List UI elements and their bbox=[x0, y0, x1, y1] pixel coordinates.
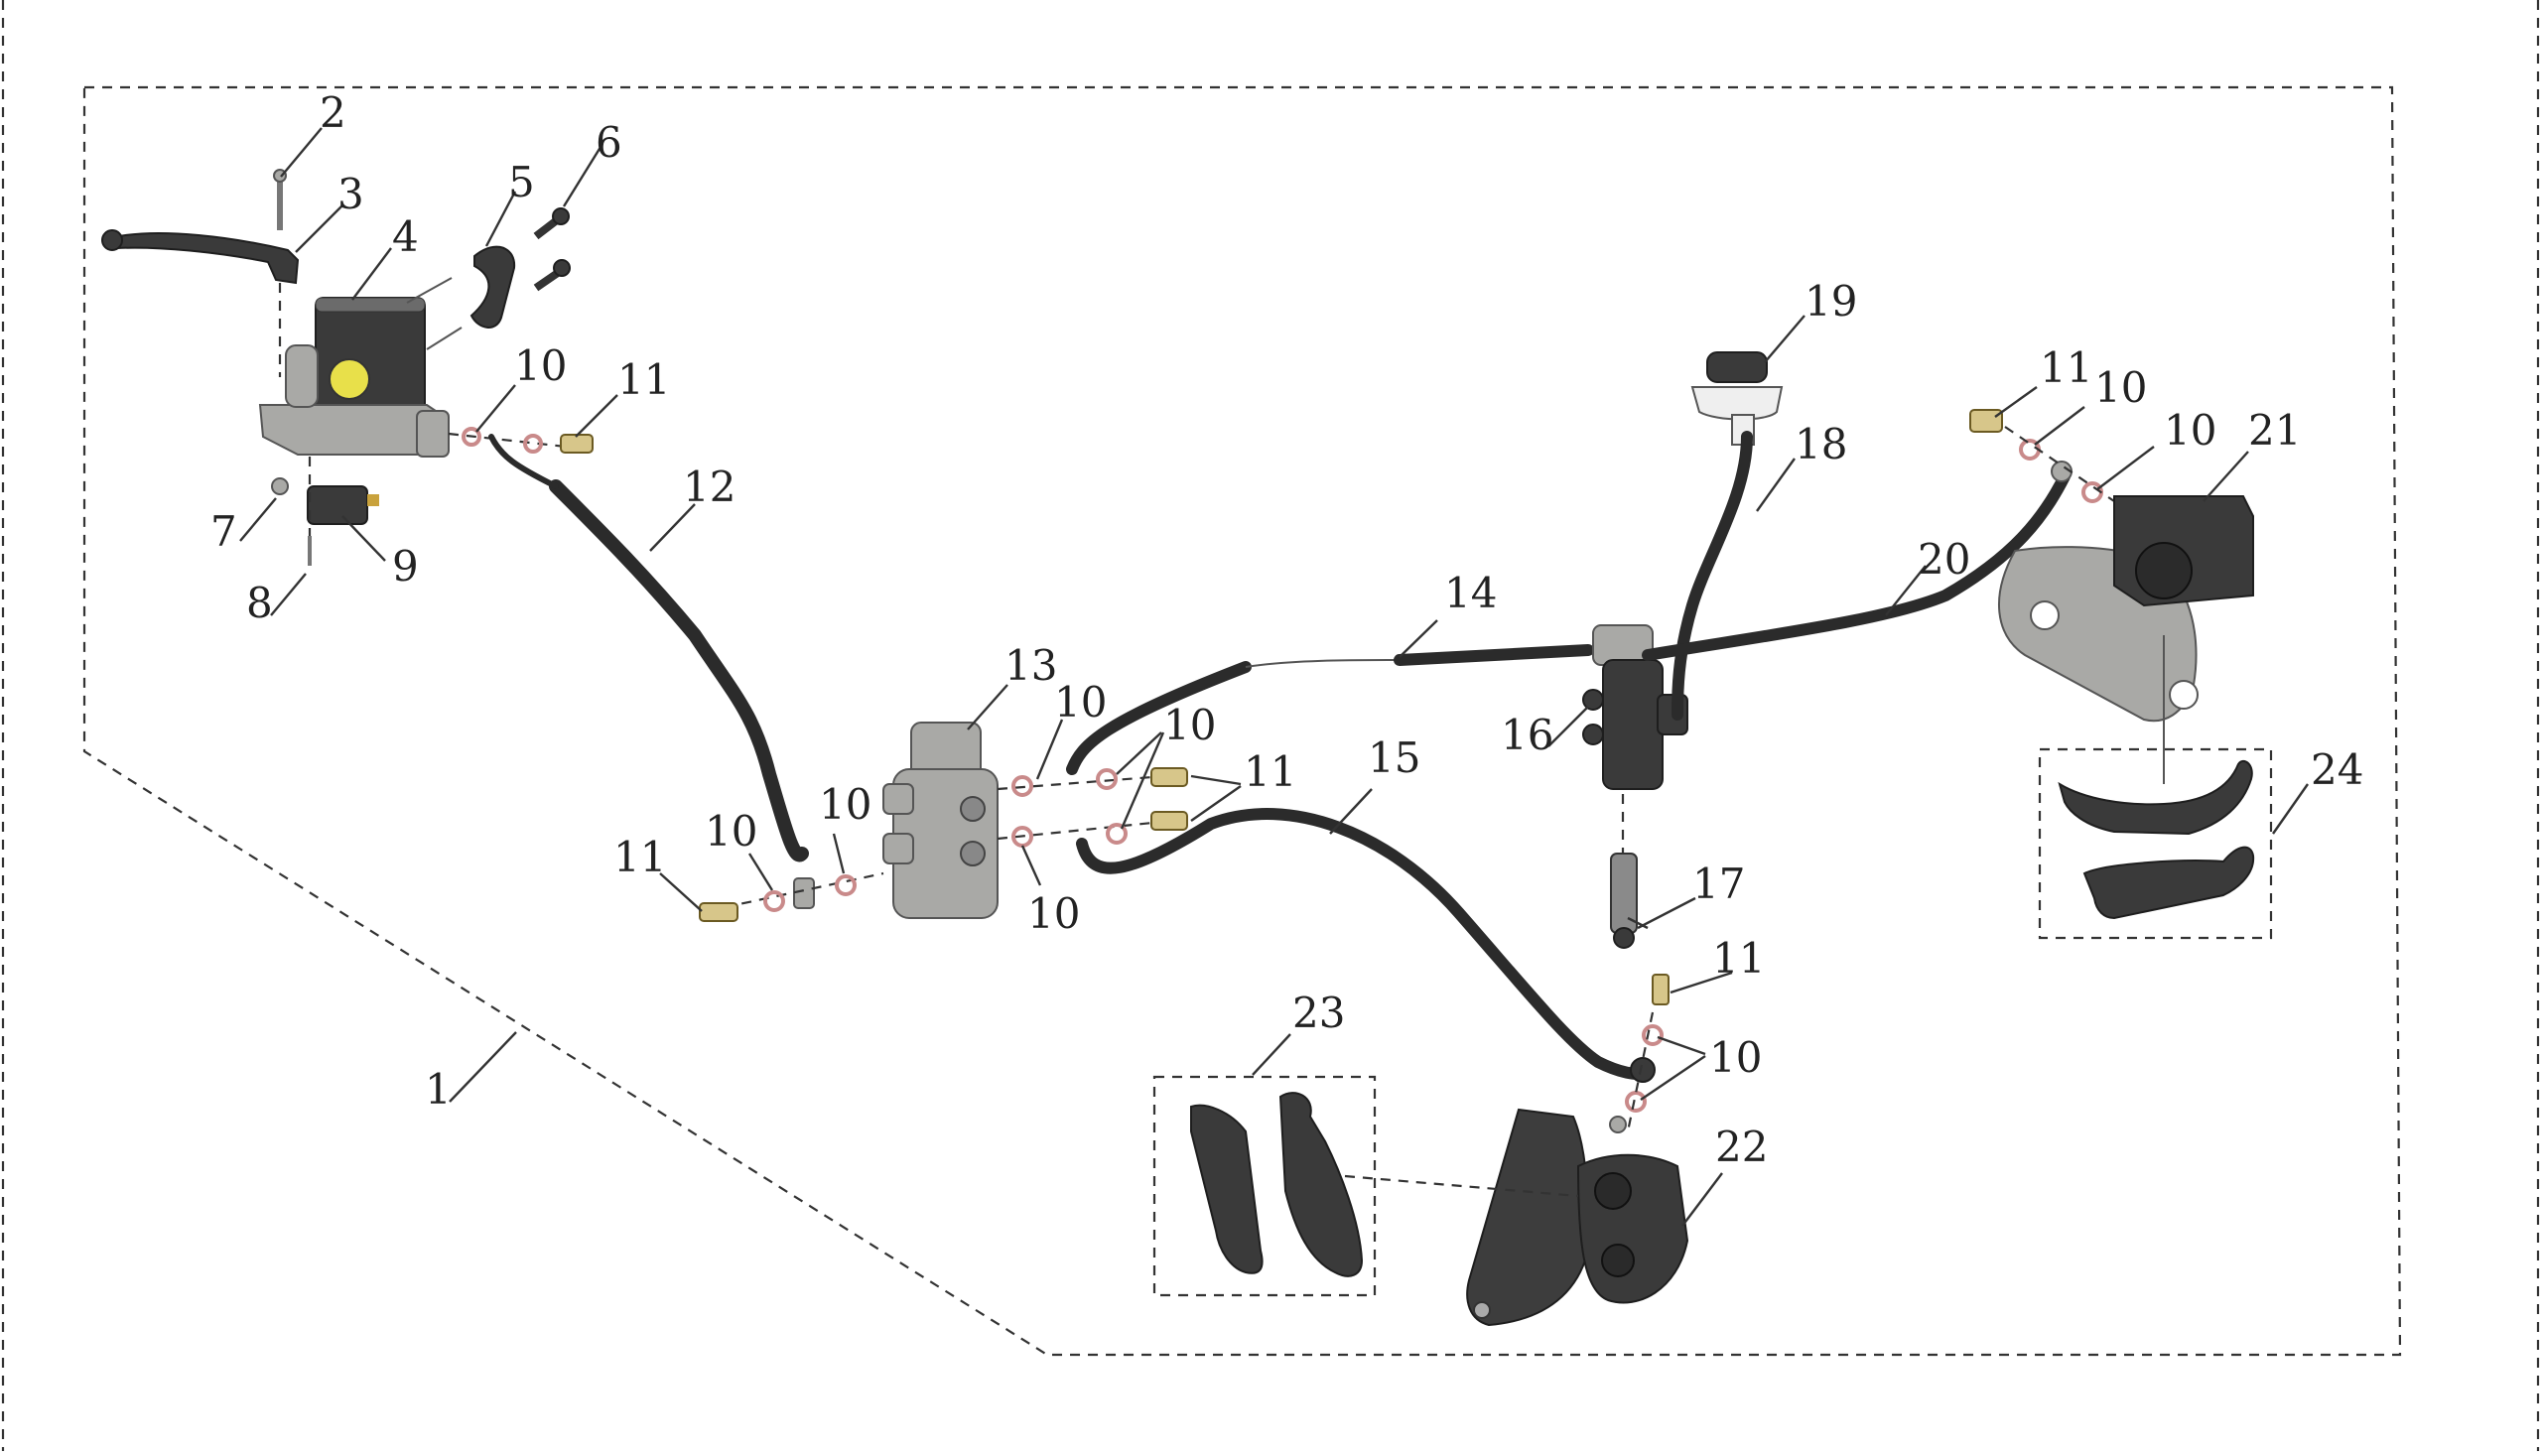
hose-15-banjo bbox=[1630, 1057, 1656, 1083]
callout-12: 12 bbox=[683, 463, 736, 511]
front-caliper bbox=[1466, 1108, 1689, 1327]
seal-washer bbox=[1096, 768, 1118, 790]
brake-hose-12 bbox=[549, 479, 809, 862]
hose-20-banjo bbox=[2051, 461, 2073, 482]
brake-lever bbox=[101, 229, 300, 285]
brake-hose-14-rear bbox=[1394, 644, 1594, 666]
banjo-bolt bbox=[1652, 974, 1670, 1005]
guide-line-front-pads bbox=[1344, 1174, 1579, 1198]
brake-hose-20 bbox=[1642, 470, 2071, 661]
guide-line-banjo-1 bbox=[448, 432, 567, 449]
guide-line-front-caliper bbox=[1626, 1011, 1655, 1132]
banjo-bolt bbox=[1150, 767, 1188, 787]
seal-washer bbox=[763, 890, 785, 912]
front-brake-pad-left bbox=[1190, 1104, 1264, 1274]
fluid-reservoir bbox=[1690, 351, 1784, 446]
banjo-bolt bbox=[1969, 409, 2003, 433]
callout-11-c: 11 bbox=[613, 833, 666, 881]
rear-master-cylinder bbox=[1582, 624, 1688, 790]
rear-brake-pad-upper bbox=[2058, 759, 2253, 836]
front-brake-pad-right bbox=[1278, 1092, 1364, 1277]
seal-washer bbox=[1106, 823, 1128, 845]
callout-23: 23 bbox=[1292, 989, 1345, 1037]
master-cylinder bbox=[258, 297, 450, 458]
banjo-bolt bbox=[1150, 811, 1188, 831]
proportioning-valve bbox=[882, 722, 999, 919]
seal-washer bbox=[523, 434, 543, 454]
reservoir-sight-window bbox=[329, 358, 370, 400]
reservoir-hose bbox=[1672, 431, 1753, 721]
callout-2: 2 bbox=[320, 88, 346, 137]
callout-10-i: 10 bbox=[1709, 1033, 1762, 1082]
callout-19: 19 bbox=[1805, 277, 1857, 326]
banjo-bolt bbox=[699, 902, 738, 922]
callout-14: 14 bbox=[1444, 569, 1497, 617]
callout-10-d: 10 bbox=[705, 807, 757, 856]
brake-light-switch bbox=[307, 485, 379, 525]
washer-small bbox=[271, 477, 289, 495]
rear-caliper bbox=[1998, 495, 2254, 723]
seal-washer bbox=[835, 874, 857, 896]
callout-11-b: 11 bbox=[1244, 747, 1296, 796]
clamp-guide-1 bbox=[406, 277, 453, 304]
seal-washer bbox=[462, 427, 481, 447]
clamp-guide-2 bbox=[426, 327, 463, 350]
callout-10-c: 10 bbox=[1163, 701, 1216, 749]
callout-10-e: 10 bbox=[819, 780, 871, 829]
guide-line-rear-caliper bbox=[2004, 426, 2115, 502]
callout-4: 4 bbox=[392, 212, 419, 261]
callout-10-b: 10 bbox=[1054, 678, 1107, 727]
callout-9: 9 bbox=[392, 542, 419, 591]
callout-8: 8 bbox=[246, 579, 273, 627]
seal-washer bbox=[2081, 481, 2103, 503]
hose-14-mid bbox=[1245, 659, 1401, 668]
callout-10-f: 10 bbox=[1027, 889, 1080, 938]
callout-10-h: 10 bbox=[2164, 406, 2216, 455]
pivot-bolt bbox=[273, 169, 287, 230]
callout-21: 21 bbox=[2248, 406, 2301, 455]
callout-7: 7 bbox=[210, 507, 237, 556]
clamp-bolt bbox=[533, 207, 571, 292]
callout-20: 20 bbox=[1918, 535, 1970, 584]
brake-pad-kit-box-rear bbox=[2038, 747, 2273, 940]
seal-washer bbox=[1625, 1091, 1647, 1113]
leader-lines bbox=[239, 127, 2309, 1227]
callout-3: 3 bbox=[337, 170, 364, 218]
callout-10-a: 10 bbox=[514, 341, 567, 390]
seal-washer bbox=[1642, 1024, 1664, 1046]
hose-12-banjo bbox=[793, 877, 815, 909]
seal-washer bbox=[1011, 775, 1033, 797]
callout-15: 15 bbox=[1368, 733, 1420, 782]
callout-6: 6 bbox=[596, 118, 622, 167]
callout-10-g: 10 bbox=[2094, 363, 2147, 412]
callout-11-a: 11 bbox=[617, 355, 670, 404]
callout-11-d: 11 bbox=[2040, 343, 2092, 392]
banjo-bolt bbox=[560, 434, 594, 454]
callout-22: 22 bbox=[1715, 1123, 1768, 1171]
callout-11-e: 11 bbox=[1712, 934, 1765, 983]
brake-pad-kit-box-front bbox=[1152, 1075, 1377, 1297]
callout-24: 24 bbox=[2311, 745, 2363, 794]
rear-brake-pad-lower bbox=[2082, 846, 2255, 920]
callout-13: 13 bbox=[1004, 641, 1057, 690]
clevis-bracket bbox=[1610, 853, 1638, 949]
callout-17: 17 bbox=[1692, 860, 1745, 908]
hose-12-fitting bbox=[488, 434, 559, 489]
callout-16: 16 bbox=[1501, 711, 1553, 759]
callout-5: 5 bbox=[508, 158, 535, 206]
callout-1: 1 bbox=[425, 1065, 452, 1114]
callout-18: 18 bbox=[1795, 420, 1847, 468]
brake-hose-15 bbox=[1076, 808, 1654, 1080]
bleeder-fitting bbox=[1609, 1116, 1627, 1133]
handlebar-clamp bbox=[469, 245, 516, 329]
brake-hose-14 bbox=[1066, 661, 1252, 775]
